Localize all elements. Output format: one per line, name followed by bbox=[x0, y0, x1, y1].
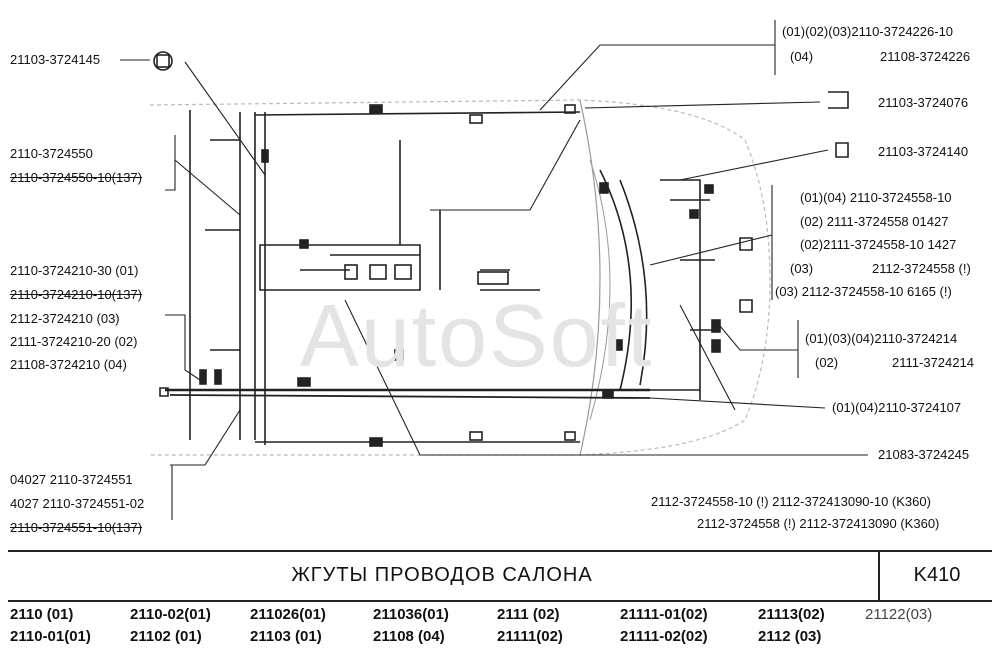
model-row1-5: 2111 (02) bbox=[497, 606, 560, 623]
label-part-21103-3724145: 21103-3724145 bbox=[10, 52, 101, 67]
label-part-2111-3724214: 2111-3724214 bbox=[892, 355, 974, 370]
label-variant-03: (03) bbox=[790, 261, 814, 276]
label-part-2110-3724226-10: (01)(02)(03)2110-3724226-10 bbox=[782, 24, 954, 39]
label-part-21108-3724226: 21108-3724226 bbox=[880, 49, 971, 64]
model-row1-1: 2110 (01) bbox=[10, 606, 74, 623]
model-row2-2: 21102 (01) bbox=[130, 628, 202, 645]
wiring-harness-diagram bbox=[120, 20, 868, 520]
model-row2-5: 21111(02) bbox=[497, 628, 563, 645]
label-part-2110-3724210-10: 2110-3724210-10(137) bbox=[10, 287, 143, 302]
label-variant-04: (04) bbox=[790, 49, 814, 64]
label-part-2110-3724107: (01)(04)2110-3724107 bbox=[832, 400, 962, 415]
model-row1-8: 21122(03) bbox=[865, 606, 933, 623]
model-row1-4: 211036(01) bbox=[373, 606, 449, 623]
label-part-2111-3724558: (02) 2111-3724558 01427 bbox=[800, 214, 949, 229]
label-part-21108-3724210: 21108-3724210 (04) bbox=[10, 357, 127, 372]
model-row2-7: 2112 (03) bbox=[758, 628, 822, 645]
label-part-2110-3724550-10: 2110-3724550-10(137) bbox=[10, 170, 143, 185]
label-part-2111-3724558-10: (02)2111-3724558-10 1427 bbox=[800, 237, 957, 252]
label-part-2110-3724558-10: (01)(04) 2110-3724558-10 bbox=[800, 190, 952, 205]
page-title: ЖГУТЫ ПРОВОДОВ САЛОНА bbox=[291, 564, 593, 586]
model-row1-3: 211026(01) bbox=[250, 606, 326, 623]
model-row2-4: 21108 (04) bbox=[373, 628, 445, 645]
model-row1-7: 21113(02) bbox=[758, 606, 825, 623]
label-part-2110-3724214: (01)(03)(04)2110-3724214 bbox=[805, 331, 958, 346]
label-part-2112-3724210: 2112-3724210 (03) bbox=[10, 311, 120, 326]
label-note-k360: 2112-3724558 (!) 2112-372413090 (K360) bbox=[697, 516, 940, 531]
label-part-2112-3724558: 2112-3724558 (!) bbox=[872, 261, 971, 276]
label-part-4027-2110-3724551-02: 4027 2110-3724551-02 bbox=[10, 496, 145, 511]
model-row2-6: 21111-02(02) bbox=[620, 628, 708, 645]
model-row1-2: 2110-02(01) bbox=[130, 606, 211, 623]
label-part-21103-3724140: 21103-3724140 bbox=[878, 144, 969, 159]
label-part-2111-3724210-20: 2111-3724210-20 (02) bbox=[10, 334, 138, 349]
title-bar: ЖГУТЫ ПРОВОДОВ САЛОНА K410 bbox=[8, 550, 992, 602]
label-part-2110-3724551-10: 2110-3724551-10(137) bbox=[10, 520, 143, 535]
model-row2-3: 21103 (01) bbox=[250, 628, 322, 645]
model-row2-1: 2110-01(01) bbox=[10, 628, 91, 645]
label-note-k360-10: 2112-3724558-10 (!) 2112-372413090-10 (K… bbox=[651, 494, 931, 509]
label-part-2110-3724550: 2110-3724550 bbox=[10, 146, 93, 161]
page-code: K410 bbox=[913, 564, 961, 586]
label-part-04027-2110-3724551: 04027 2110-3724551 bbox=[10, 472, 133, 487]
model-row1-6: 21111-01(02) bbox=[620, 606, 708, 623]
label-part-2112-3724558-10: (03) 2112-3724558-10 6165 (!) bbox=[775, 284, 952, 299]
label-part-2110-3724210-30: 2110-3724210-30 (01) bbox=[10, 263, 139, 278]
label-variant-02: (02) bbox=[815, 355, 839, 370]
label-part-21083-3724245: 21083-3724245 bbox=[878, 447, 970, 462]
title-divider bbox=[878, 552, 880, 600]
label-part-21103-3724076: 21103-3724076 bbox=[878, 95, 969, 110]
